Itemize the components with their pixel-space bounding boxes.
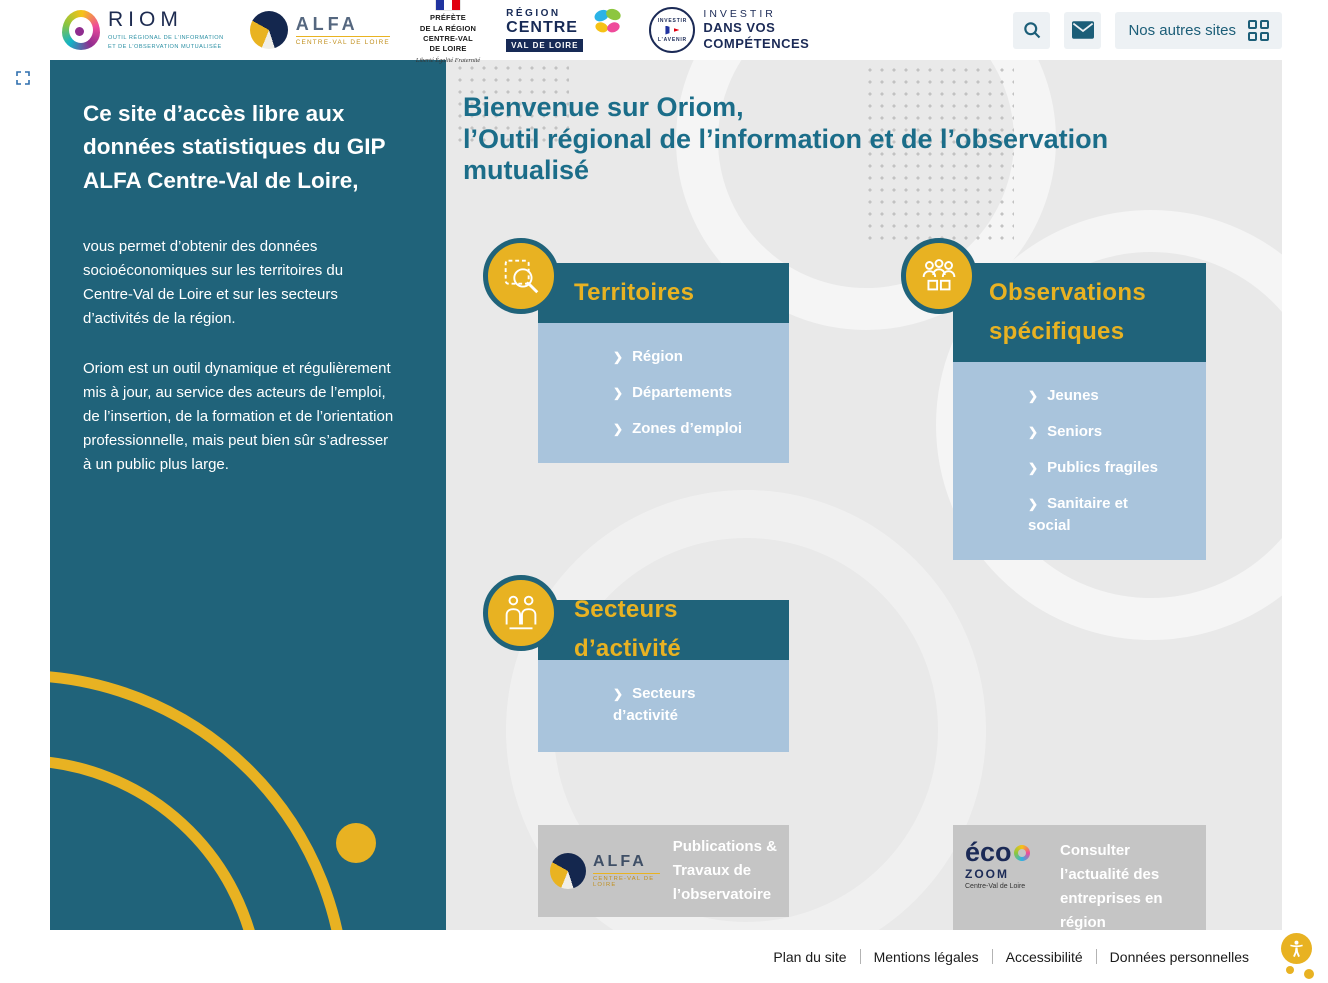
alfa-mini-logo: ALFA CENTRE-VAL DE LOIRE xyxy=(550,853,660,889)
sidebar: Ce site d’accès libre aux données statis… xyxy=(50,60,446,930)
ecozoom-card-label: Consulter l’actualité des entreprises en… xyxy=(1060,842,1163,930)
map-magnifier-icon xyxy=(504,259,539,294)
background-dots-decoration xyxy=(864,64,1014,242)
link-seniors[interactable]: Seniors xyxy=(1028,421,1164,443)
other-sites-button[interactable]: Nos autres sites xyxy=(1115,11,1282,49)
oriom-logo[interactable]: RIOM OUTIL RÉGIONAL DE L’INFORMATION ET … xyxy=(62,9,224,51)
accessibility-widget-button[interactable] xyxy=(1281,933,1312,964)
secteurs-card-body: Secteurs d’activité xyxy=(538,660,789,752)
footer-divider xyxy=(991,949,993,964)
alfa-logo-icon xyxy=(550,853,586,889)
prefete-logo[interactable]: PRÉFÈTE DE LA RÉGION CENTRE-VAL DE LOIRE… xyxy=(416,0,480,64)
footer: Plan du site Mentions légales Accessibil… xyxy=(0,930,1328,983)
oriom-logo-icon xyxy=(62,10,100,50)
alfa-subtext: CENTRE-VAL DE LOIRE xyxy=(295,35,390,46)
territoires-badge[interactable] xyxy=(483,238,559,314)
page-title: Bienvenue sur Oriom, l’Outil régional de… xyxy=(463,92,1208,187)
sites-grid-icon xyxy=(1248,19,1269,41)
footer-divider xyxy=(1095,949,1097,964)
ecozoom-card[interactable]: éco ZOOM Centre-Val de Loire Consulter l… xyxy=(953,825,1206,930)
observations-card-header[interactable]: Observations spécifiques xyxy=(953,263,1206,362)
prefete-motto: Liberté Égalité Fraternité xyxy=(415,56,481,64)
alfa-logo-icon xyxy=(249,11,288,49)
page-title-line1: Bienvenue sur Oriom, xyxy=(463,92,744,122)
chevron-right-icon xyxy=(613,384,632,401)
territoires-card-body: Région Départements Zones d’emploi xyxy=(538,323,789,463)
alfa-wordmark: ALFA xyxy=(295,13,359,34)
sidebar-paragraph-1: vous permet d’obtenir des données socioé… xyxy=(83,237,344,327)
chevron-right-icon xyxy=(1028,495,1047,512)
chevron-right-icon xyxy=(1028,387,1047,404)
secteurs-badge[interactable] xyxy=(483,575,559,651)
territoires-card-header[interactable]: Territoires xyxy=(538,263,789,323)
region-cvl-logo[interactable]: RÉGION CENTRE VAL DE LOIRE xyxy=(506,8,623,52)
footer-link-plan-du-site[interactable]: Plan du site xyxy=(773,948,847,965)
header-actions: Nos autres sites xyxy=(1013,11,1282,49)
link-departements[interactable]: Départements xyxy=(613,382,747,404)
other-sites-label: Nos autres sites xyxy=(1128,21,1236,39)
publications-card[interactable]: ALFA CENTRE-VAL DE LOIRE Publications & … xyxy=(538,825,789,917)
sidebar-paragraph-2: Oriom est un outil dynamique et régulièr… xyxy=(83,359,394,473)
expand-icon xyxy=(16,71,30,85)
chevron-right-icon xyxy=(613,348,632,365)
footer-link-accessibilite[interactable]: Accessibilité xyxy=(1005,948,1083,965)
sidebar-heading: Ce site d’accès libre aux données statis… xyxy=(83,101,386,193)
chevron-right-icon xyxy=(1028,459,1047,476)
chevron-right-icon xyxy=(1028,423,1047,440)
footer-divider xyxy=(859,949,861,964)
decorative-dot xyxy=(336,823,376,863)
header: RIOM OUTIL RÉGIONAL DE L’INFORMATION ET … xyxy=(0,0,1328,64)
link-publics-fragiles[interactable]: Publics fragiles xyxy=(1028,457,1164,479)
decorative-dot xyxy=(1286,966,1294,974)
oriom-tagline: OUTIL RÉGIONAL DE L’INFORMATION ET DE L’… xyxy=(108,35,224,50)
secteurs-card-header[interactable]: Secteurs d’activité xyxy=(538,596,789,662)
header-logos: RIOM OUTIL RÉGIONAL DE L’INFORMATION ET … xyxy=(62,0,809,64)
french-flag-icon xyxy=(436,0,461,11)
investir-avenir-badge-icon: INVESTIR L’AVENIR xyxy=(649,7,696,53)
link-zones-emploi[interactable]: Zones d’emploi xyxy=(613,418,747,440)
expand-button[interactable] xyxy=(14,70,32,88)
search-button[interactable] xyxy=(1013,11,1051,49)
link-jeunes[interactable]: Jeunes xyxy=(1028,385,1164,407)
observations-card-body: Jeunes Seniors Publics fragiles Sanitair… xyxy=(953,362,1206,560)
page-title-line2: l’Outil régional de l’information et de … xyxy=(463,123,1109,186)
flag-arrow-icon xyxy=(665,25,680,35)
people-group-icon xyxy=(922,259,956,291)
background-dots-decoration xyxy=(454,62,569,148)
search-icon xyxy=(1024,22,1041,39)
main-content: Bienvenue sur Oriom, l’Outil régional de… xyxy=(446,60,1282,930)
butterfly-icon xyxy=(594,8,622,33)
ecozoom-logo: éco ZOOM Centre-Val de Loire xyxy=(965,839,1047,890)
contact-button[interactable] xyxy=(1064,11,1102,49)
oriom-wordmark: RIOM xyxy=(108,8,183,32)
chevron-right-icon xyxy=(613,685,632,702)
decorative-dot xyxy=(1304,969,1314,979)
alfa-logo[interactable]: ALFA CENTRE-VAL DE LOIRE xyxy=(249,11,390,49)
workers-icon xyxy=(505,595,537,630)
mail-icon xyxy=(1071,21,1094,39)
footer-link-mentions-legales[interactable]: Mentions légales xyxy=(873,948,979,965)
investir-competences-logo[interactable]: INVESTIR L’AVENIR INVESTIR DANS VOS COMP… xyxy=(649,7,809,53)
ecozoom-ring-icon xyxy=(1013,844,1030,861)
footer-link-donnees-personnelles[interactable]: Données personnelles xyxy=(1109,948,1249,965)
publications-card-label: Publications & Travaux de l’observatoire xyxy=(672,838,777,903)
link-region[interactable]: Région xyxy=(613,346,747,368)
link-secteurs-activite[interactable]: Secteurs d’activité xyxy=(613,683,747,727)
chevron-right-icon xyxy=(613,420,632,437)
accessibility-person-icon xyxy=(1290,940,1303,957)
observations-badge[interactable] xyxy=(901,238,977,314)
link-sanitaire-social[interactable]: Sanitaire et social xyxy=(1028,493,1164,537)
